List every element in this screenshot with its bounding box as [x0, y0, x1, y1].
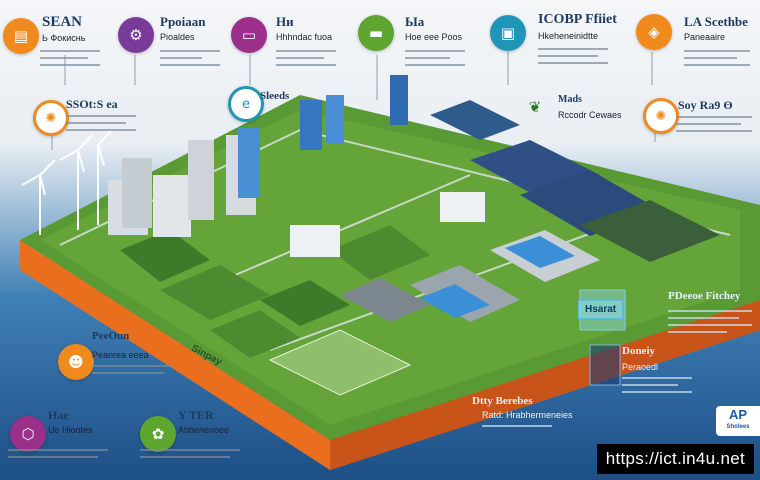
tablet-icon: ▭: [231, 17, 267, 53]
crop-plot: [120, 225, 430, 396]
callout-15-sub: Ahbenenoee: [178, 425, 230, 435]
map-banner: Hsarat: [578, 300, 624, 319]
source-url-link[interactable]: https://ict.in4u.net: [596, 444, 754, 474]
leaf-icon: ❦: [528, 97, 542, 116]
callout-14-title: Hae: [48, 408, 69, 422]
callout-7-title: SSOt:S ea: [66, 97, 118, 111]
callout-8-title: Sleeds: [260, 90, 290, 102]
callout-5-title: ICOBP Ffiiet: [538, 12, 617, 27]
gear-icon: ⚙: [118, 17, 154, 53]
callout-6-sub: Paneaaire: [684, 32, 726, 42]
callout-1-sub: Ь Фокиснь: [42, 33, 86, 43]
callout-16-sub: Ratd: Hrabhermeneies: [482, 410, 573, 420]
lightbulb-icon: ✺: [33, 100, 69, 136]
data-center-buildings: [340, 230, 600, 322]
callout-11-sub: Peanrea eeea: [92, 350, 149, 360]
lightbulb-icon: ✺: [643, 98, 679, 134]
callout-4-sub: Hoe eee Poos: [405, 32, 463, 42]
office-towers: [108, 75, 485, 257]
plant-icon: ✿: [140, 416, 176, 452]
callout-14-sub: Ue Hiootes: [48, 425, 93, 435]
callout-11-title: PeeOun: [92, 330, 130, 342]
callout-3-title: Ни: [276, 14, 294, 29]
callout-9-title: Mads: [558, 94, 582, 105]
device-panel: [589, 344, 621, 386]
soil-side-front: [330, 300, 760, 470]
callout-13-sub: Peraoedl: [622, 362, 659, 372]
e-icon: e: [228, 86, 264, 122]
battery-icon: ▬: [358, 15, 394, 51]
callout-16-title: Dtty Berebes: [472, 395, 533, 407]
callout-3-sub: Hhhndac fuoa: [276, 32, 333, 42]
callout-13-title: Doneiy: [622, 345, 655, 357]
callout-4-title: Ыа: [405, 14, 425, 29]
callout-2-title: Ppoiaan: [160, 14, 206, 29]
shield-icon: ⬡: [10, 416, 46, 452]
callout-12-title: PDeeoe Fitchey: [668, 290, 741, 302]
callout-5-sub: Hkeheneinidtte: [538, 31, 599, 41]
callout-9-sub: Rccodr Cewaes: [558, 110, 622, 120]
callout-6-title: LA Scethbe: [684, 14, 748, 29]
monitor-icon: ▣: [490, 15, 526, 51]
cube-icon: ◈: [636, 14, 672, 50]
wind-turbines: [21, 129, 113, 235]
callout-10-title: Soy Ra9 Ɵ: [678, 98, 733, 112]
solar-panel-array: [430, 100, 720, 262]
document-icon: ▤: [3, 18, 39, 54]
callout-15-title: Y TER: [178, 408, 214, 422]
callout-2-sub: Pioaldes: [160, 32, 195, 42]
callout-1-title: SEAN: [42, 14, 83, 30]
person-icon: ☻: [58, 344, 94, 380]
